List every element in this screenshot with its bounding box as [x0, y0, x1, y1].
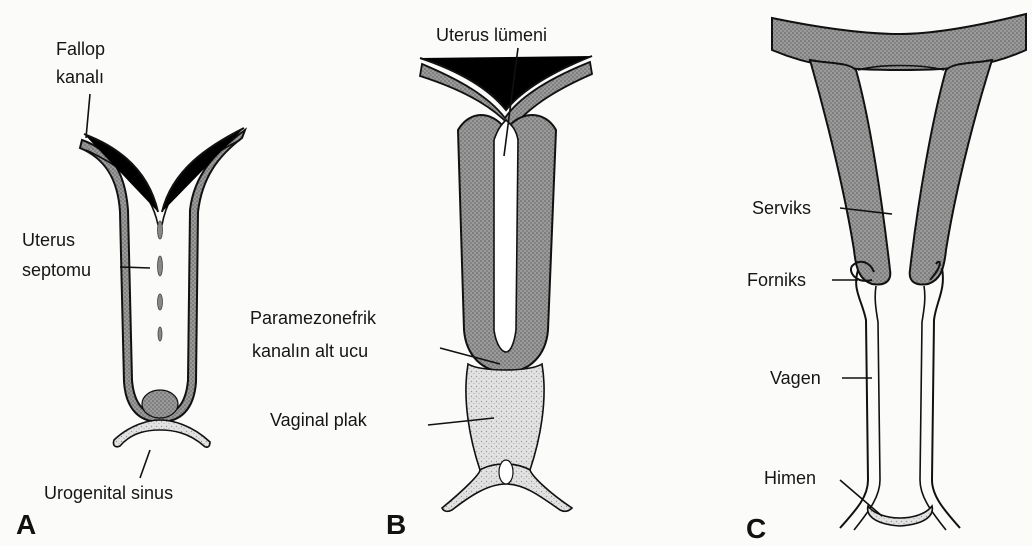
panel-c-vagina-left	[840, 262, 874, 528]
panel-b-sinus-opening	[499, 460, 513, 484]
panel-a-urogenital-leader	[140, 450, 150, 478]
panel-b: Uterus lümeni Paramezonefrik kanalın alt…	[250, 25, 592, 540]
panel-a-septum-leader	[120, 267, 150, 268]
panel-a-uterus-wall	[80, 130, 245, 422]
label-fallop-line1: Fallop	[56, 39, 105, 59]
panel-c-vagina-right	[930, 262, 960, 528]
panel-c-left-wall	[810, 60, 890, 284]
panel-a-fallop-leader	[86, 94, 90, 138]
panel-letter-a: A	[16, 509, 36, 540]
panel-b-lumen	[494, 120, 518, 352]
label-vaginal-plate: Vaginal plak	[270, 410, 368, 430]
panel-b-vaginal-plate	[466, 364, 544, 470]
panel-a-tip	[142, 390, 178, 418]
label-para-line1: Paramezonefrik	[250, 308, 377, 328]
label-vagina: Vagen	[770, 368, 821, 388]
panel-c: Serviks Forniks Vagen Himen C	[746, 14, 1026, 544]
panel-letter-c: C	[746, 513, 766, 544]
label-para-line2: kanalın alt ucu	[252, 341, 368, 361]
label-septum-line1: Uterus	[22, 230, 75, 250]
panel-letter-b: B	[386, 509, 406, 540]
label-urogenital-sinus: Urogenital sinus	[44, 483, 173, 503]
label-uterus-lumen: Uterus lümeni	[436, 25, 547, 45]
panel-c-right-wall	[910, 60, 992, 284]
panel-a: Fallop kanalı Uterus septomu Urogenital …	[16, 39, 245, 540]
label-cervix: Serviks	[752, 198, 811, 218]
label-fallop-line2: kanalı	[56, 67, 104, 87]
panel-a-septum	[158, 221, 163, 341]
panel-c-hymen	[868, 506, 933, 526]
label-fornix: Forniks	[747, 270, 806, 290]
label-septum-line2: septomu	[22, 260, 91, 280]
label-hymen: Himen	[764, 468, 816, 488]
panel-a-urogenital-sinus	[113, 420, 210, 447]
